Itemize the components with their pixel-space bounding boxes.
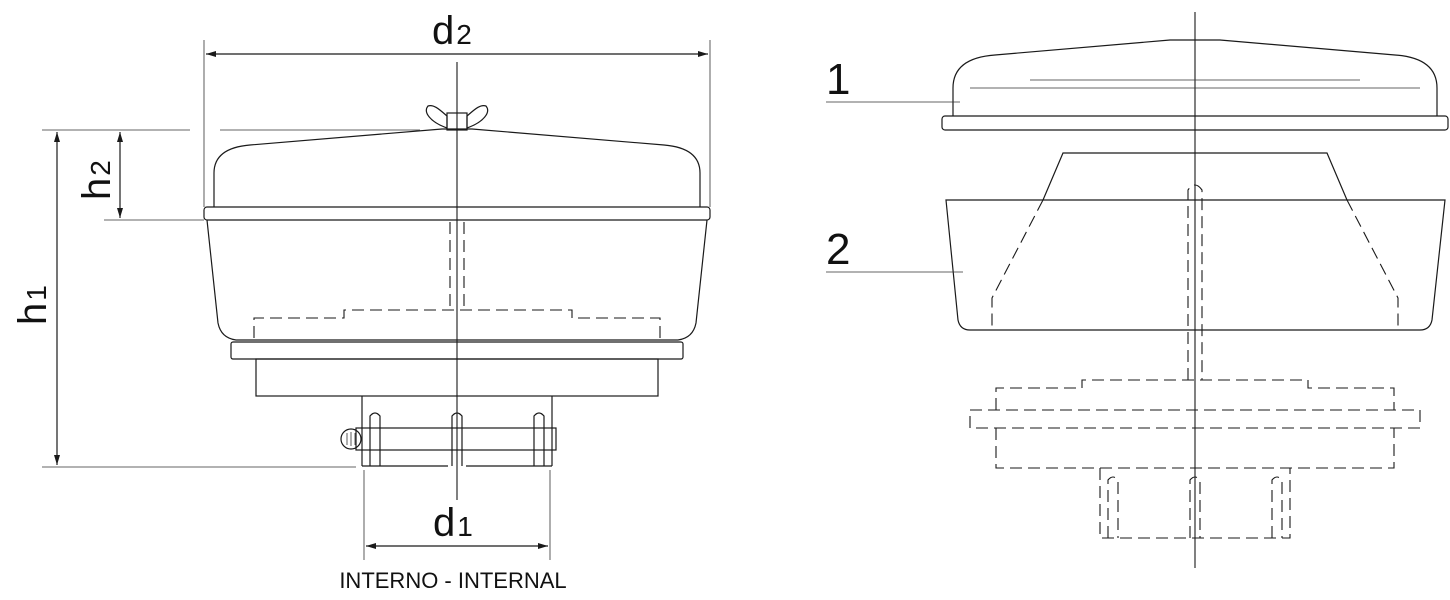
- callout-part-1: 1: [826, 55, 960, 104]
- dimension-h1: h1: [11, 129, 420, 468]
- dimension-d1: d1: [363, 470, 551, 560]
- base-hidden: [969, 379, 1421, 539]
- cover-dome: [213, 128, 701, 207]
- inner-tube-hidden: [449, 222, 465, 310]
- d1-label: d1: [433, 501, 473, 545]
- h2-label: h2: [75, 160, 119, 200]
- wing-nut: [425, 105, 489, 131]
- part-2-bowl: [945, 152, 1446, 380]
- assembled-view: d2 h1 h2 d1 INTERNO - INTERNAL: [11, 9, 711, 593]
- dimension-h2: h2: [75, 132, 204, 221]
- dimension-d2: d2: [203, 9, 711, 207]
- h1-label: h1: [11, 285, 55, 325]
- internal-caption: INTERNO - INTERNAL: [339, 568, 566, 593]
- part-1-label: 1: [826, 55, 850, 104]
- cover-rim: [203, 206, 711, 221]
- bowl: [206, 219, 708, 341]
- hose-clamp: [340, 427, 557, 451]
- outlet-tube: [361, 396, 553, 467]
- d2-label: d2: [432, 9, 472, 53]
- part-1-cover: [941, 39, 1449, 131]
- exploded-view: 1 2: [826, 12, 1449, 568]
- callout-part-2: 2: [826, 225, 963, 274]
- base-body: [255, 358, 659, 397]
- part-2-label: 2: [826, 225, 850, 274]
